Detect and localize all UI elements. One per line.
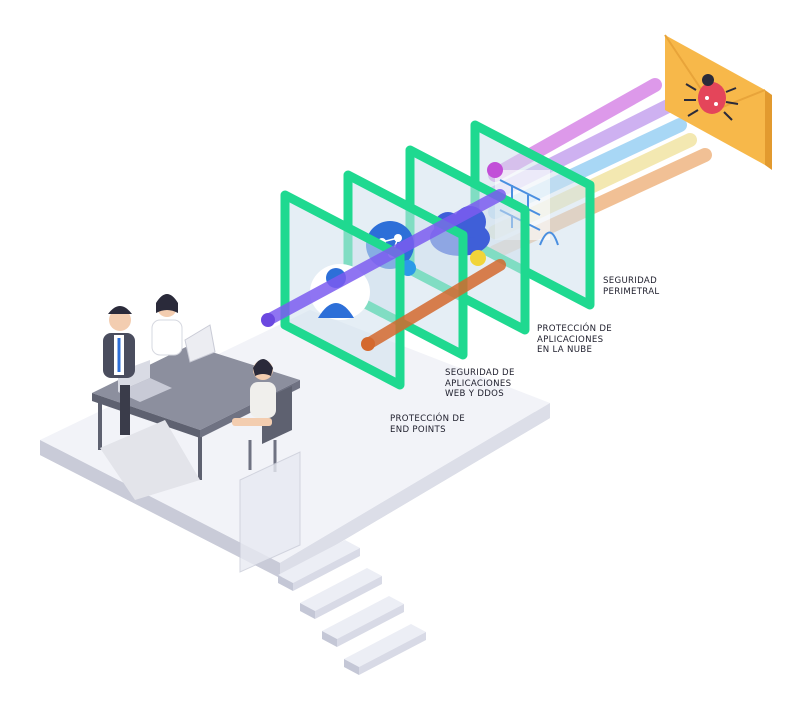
steps: [278, 540, 426, 675]
office-scene: [92, 294, 301, 573]
label-cloud: PROTECCIÓN DE APLICACIONES EN LA NUBE: [537, 324, 613, 355]
beam-endpoint: [261, 313, 275, 327]
label-web-ddos: SEGURIDAD DE APLICACIONES WEB Y DDOS: [445, 368, 515, 399]
label-endpoints: PROTECCIÓN DE END POINTS: [390, 414, 466, 435]
filtered-beams: [262, 189, 506, 350]
bug-icon: [684, 74, 739, 121]
office-platform: [40, 310, 550, 578]
envelope-icon: [664, 34, 772, 170]
label-perimeter: SEGURIDAD PERIMETRAL: [603, 276, 660, 297]
beam-endpoint: [361, 337, 375, 351]
